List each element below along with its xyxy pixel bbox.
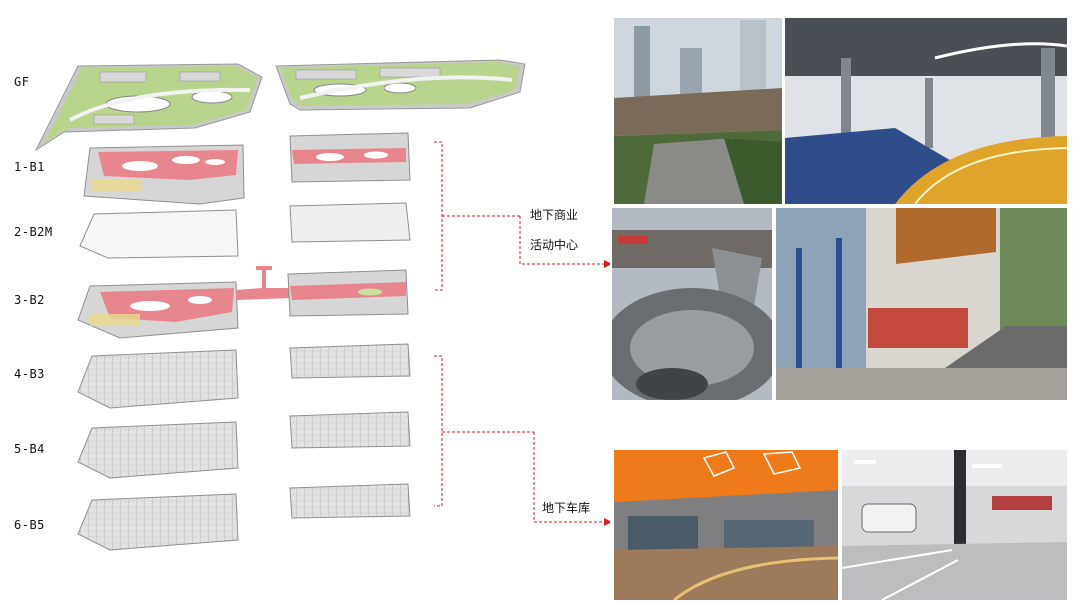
photo-gym-track: [785, 18, 1067, 204]
floor-plates-diagram: [34, 59, 610, 551]
floor-label-b1: 1-B1: [14, 160, 45, 174]
plate-b5: [77, 483, 411, 551]
plate-gf: [34, 59, 526, 152]
floor-label-b2: 3-B2: [14, 293, 45, 307]
label-commercial-2: 活动中心: [530, 238, 579, 252]
floor-label-gf: GF: [14, 75, 30, 89]
connector-commercial: [434, 141, 610, 291]
plate-b2m: [79, 202, 411, 259]
photo-parking-entrance: [614, 450, 838, 600]
plate-b3: [77, 343, 411, 409]
photo-sunken-plaza: [614, 18, 782, 204]
floor-label-b2m: 2-B2M: [14, 225, 53, 239]
plate-b1: [83, 132, 411, 205]
photo-atrium-stair: [776, 208, 1067, 400]
floor-label-b5: 6-B5: [14, 518, 45, 532]
connector-parking: [434, 355, 610, 526]
photo-parking-garage: [842, 450, 1067, 600]
floor-label-b4: 5-B4: [14, 442, 45, 456]
photo-shopping-plaza: [612, 208, 772, 400]
label-commercial-1: 地下商业: [530, 208, 579, 222]
plate-b2: [77, 266, 409, 339]
plate-b4: [77, 411, 411, 479]
label-parking: 地下车库: [542, 501, 591, 515]
floor-label-b3: 4-B3: [14, 367, 45, 381]
